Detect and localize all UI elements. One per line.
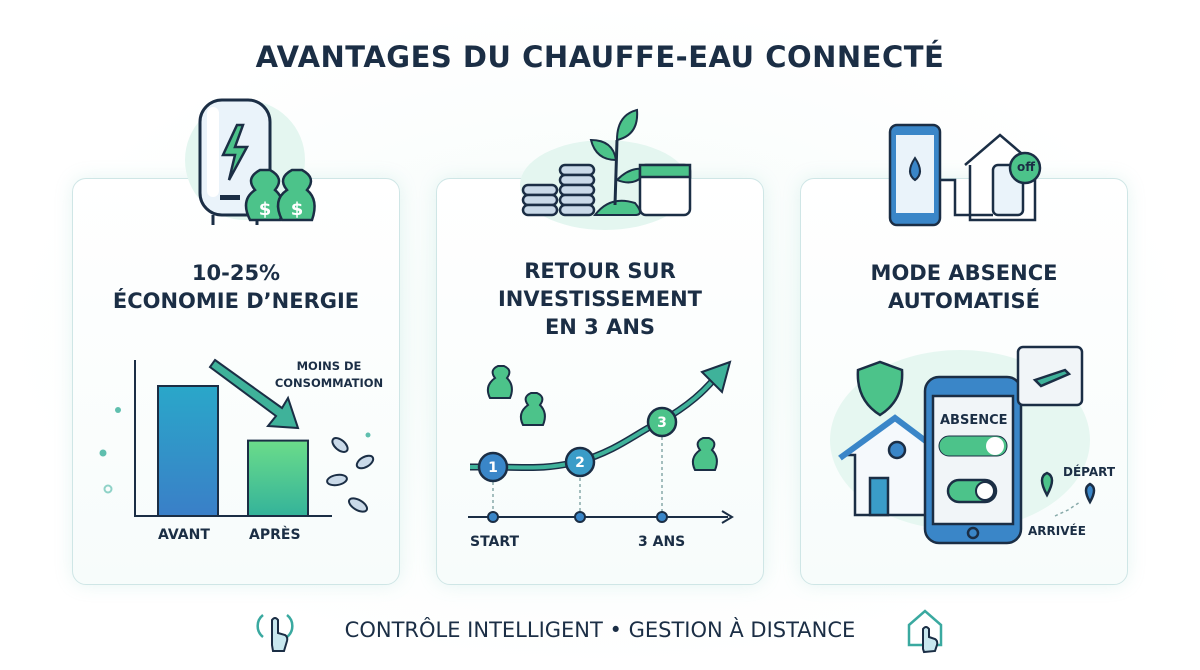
calendar-plane-icon [1016,345,1084,407]
annotation-line: MOINS DE [296,359,362,373]
axis-end-label: 3 ANS [638,534,686,550]
water-heater-icon: $ $ [185,98,316,225]
arrivee-label: ARRIVÉE [1028,524,1086,538]
house-icon [838,414,937,517]
chart-annotation: MOINS DE CONSOMMATION [270,358,388,392]
heading-line: AUTOMATISÉ [888,289,1040,313]
card-energy-savings [72,178,400,585]
decor-dots [99,407,371,494]
step-markers [477,406,678,483]
phone-absence-label: ABSENCE [940,413,1008,428]
heading-line: RETOUR SUR [524,259,676,283]
svg-text:$: $ [259,199,272,220]
axis-start-label: START [470,534,520,550]
bar-avant [157,385,219,517]
coins-icon [326,437,375,513]
card2-heading: RETOUR SUR INVESTISSEMENT EN 3 ANS [436,257,764,341]
shield-icon [856,360,904,417]
card1-heading: 10-25% ÉCONOMIE D’NERGIE [72,259,400,315]
bar-label-avant: AVANT [158,527,210,543]
bar-apres [247,439,309,518]
savings-label: ÉCONOMIE D’NERGIE [112,289,360,313]
bar-label-apres: APRÈS [249,527,301,543]
svg-text:$: $ [291,199,304,220]
touch-signal-icon [256,614,294,652]
step-1: 1 [488,460,498,476]
off-badge: off [1017,160,1035,174]
step-3: 3 [657,415,667,431]
step-2: 2 [575,455,585,471]
location-pin-icon [1040,471,1096,505]
heading-line: EN 3 ANS [544,315,656,339]
footer-tagline: CONTRÔLE INTELLIGENT • GESTION À DISTANC… [344,618,856,642]
phone-icon [923,375,1023,545]
phone-house-icon [888,123,1042,227]
arrow-head-icon [700,360,732,394]
down-arrow-icon [208,358,300,430]
smart-home-touch-icon [907,609,943,654]
annotation-line: CONSOMMATION [274,376,384,390]
heading-line: MODE ABSENCE [870,261,1058,285]
savings-percentage: 10-25% [191,261,281,285]
page-title: AVANTAGES DU CHAUFFE-EAU CONNECTÉ [255,40,945,74]
depart-label: DÉPART [1063,465,1116,479]
card3-heading: MODE ABSENCE AUTOMATISÉ [800,259,1128,315]
coins-plant-calendar-icon [520,108,692,230]
heading-line: INVESTISSEMENT [497,287,703,311]
money-bag-icons [486,365,718,471]
